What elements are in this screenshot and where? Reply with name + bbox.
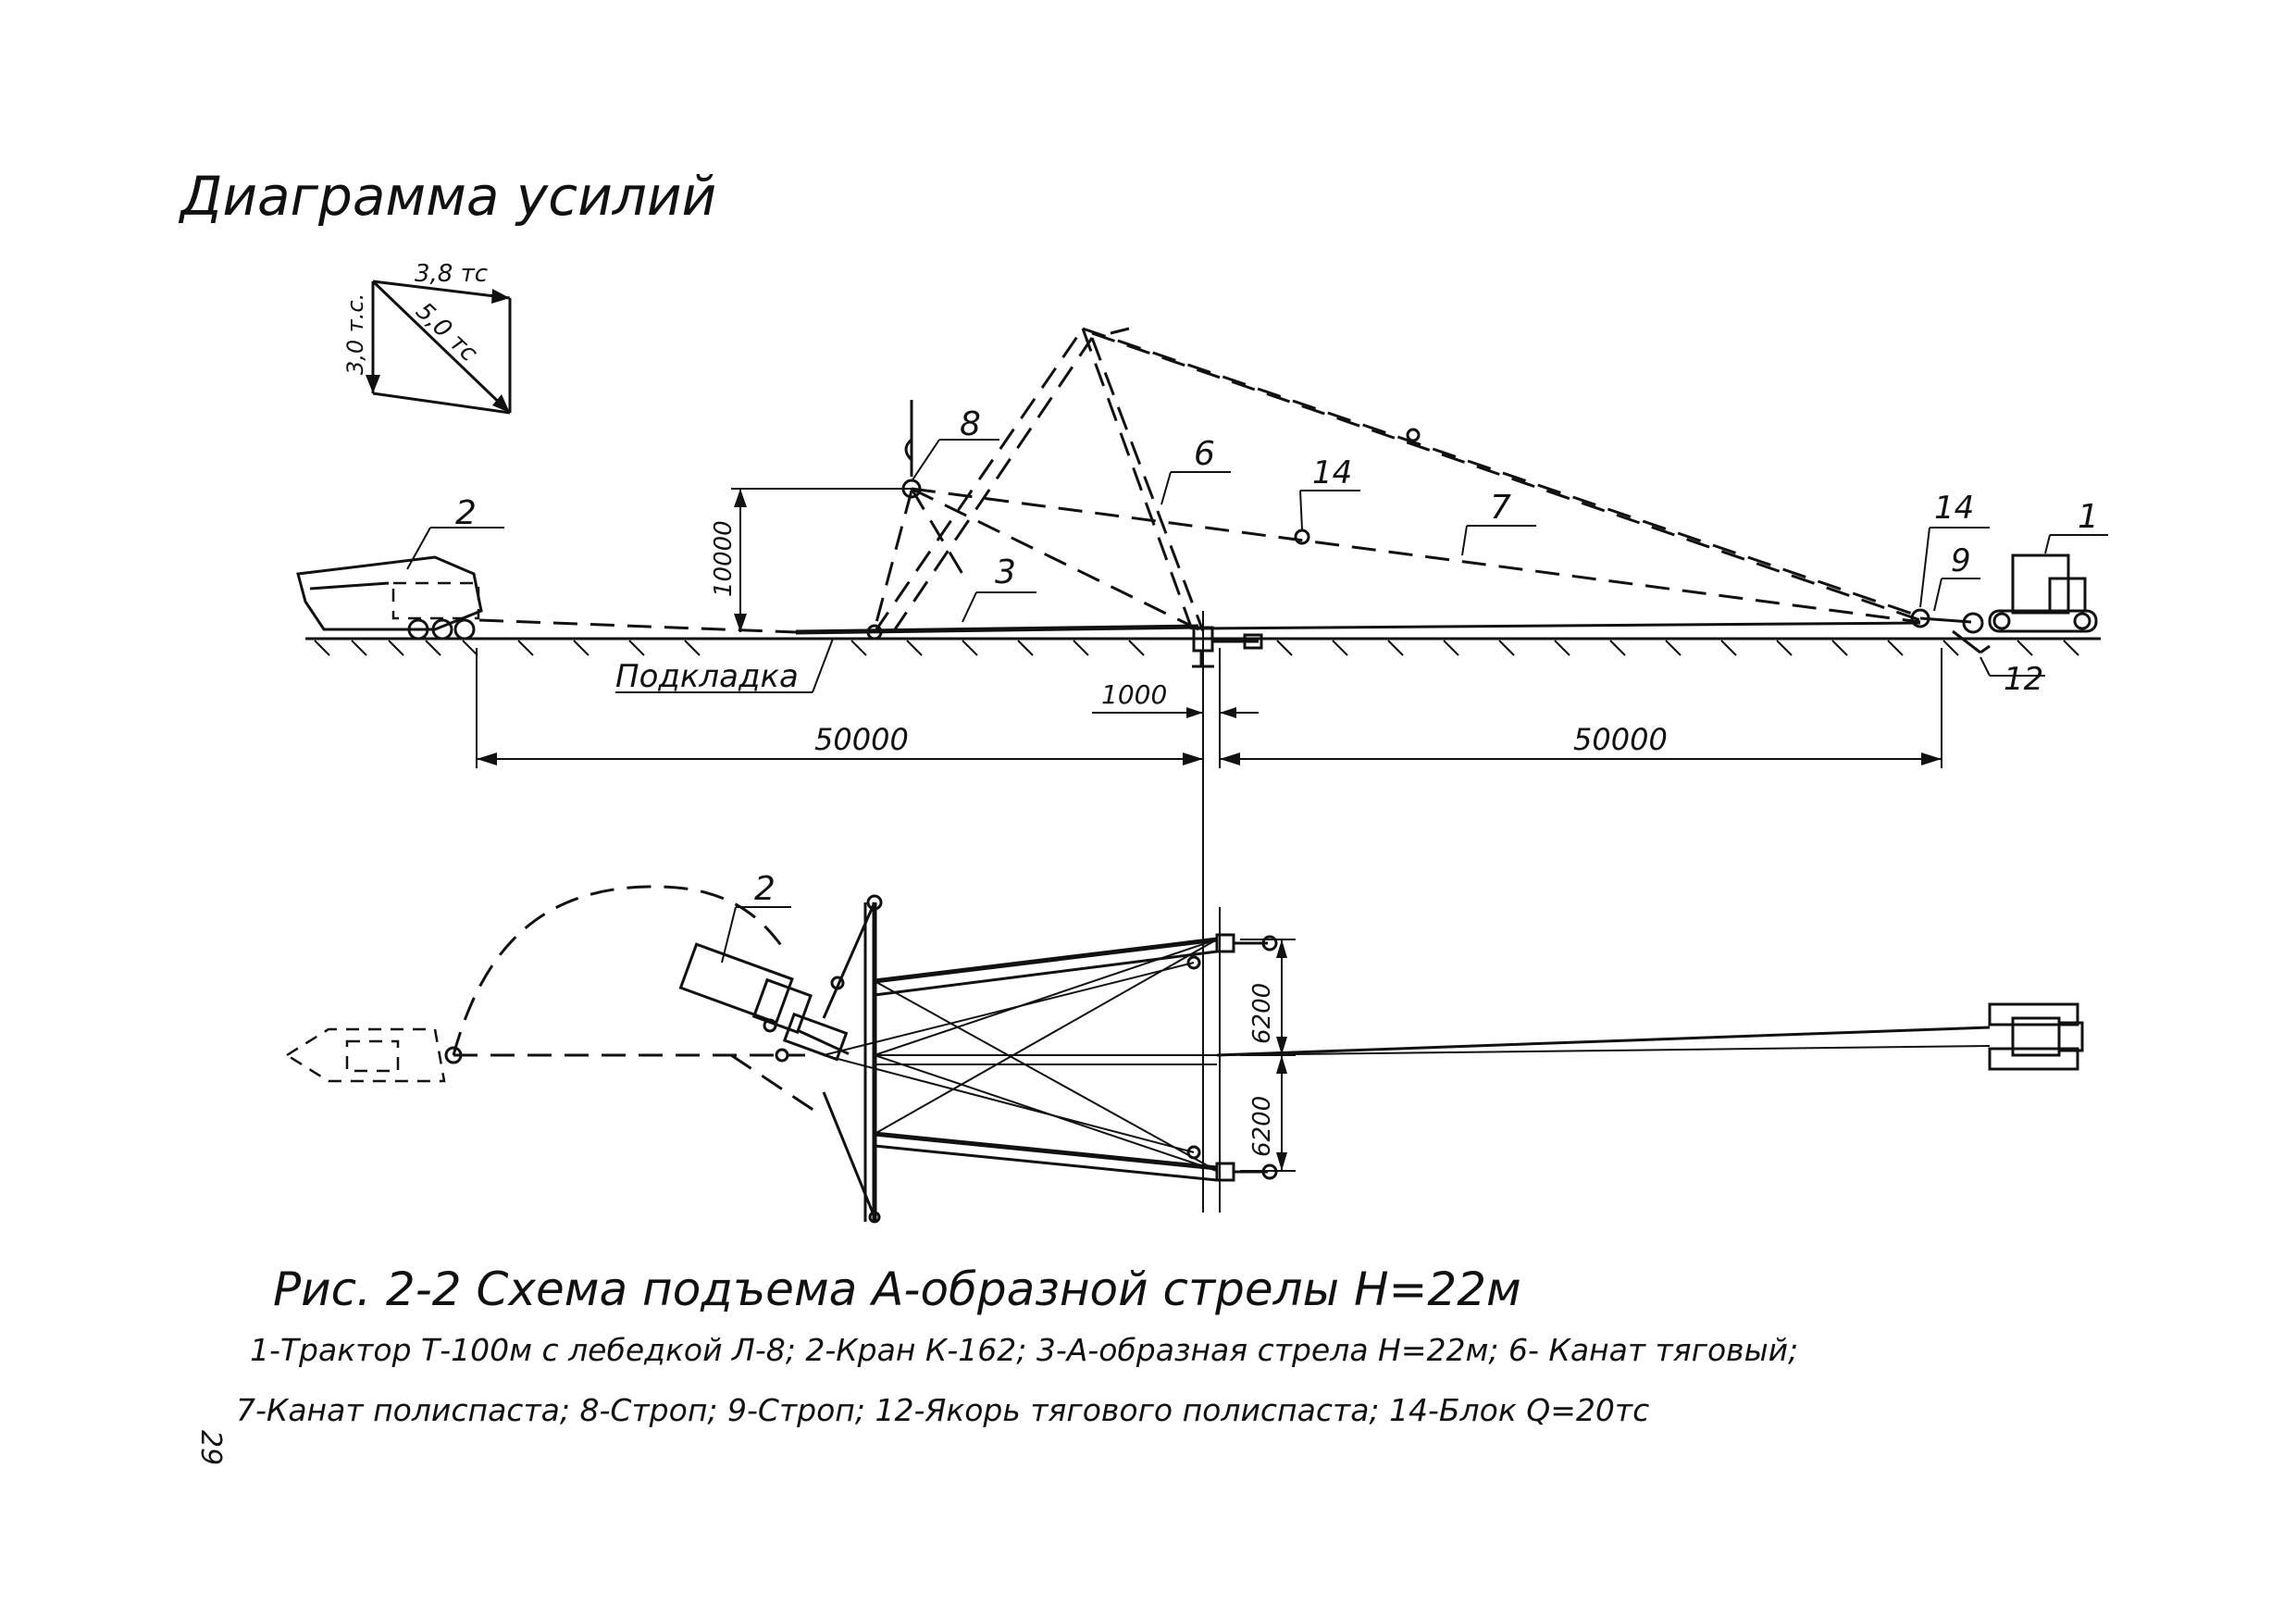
marker-12: 12 (2004, 661, 2043, 698)
marker-3: 3 (995, 554, 1016, 591)
diagram-heading: Диаграмма усилий (178, 165, 716, 228)
marker-1: 1 (2078, 498, 2099, 536)
crane-k162-plan-work (678, 942, 850, 1062)
crane-k162-plan-start (284, 1027, 463, 1083)
marker-7: 7 (1490, 489, 1511, 527)
dim-height: 10000 (710, 520, 738, 597)
dim-right-span: 50000 (1573, 722, 1668, 757)
tractor-t100m-plan (1988, 1002, 2084, 1071)
dim-plan-lower: 6200 (1248, 1096, 1276, 1157)
caption-title: Рис. 2-2 Схема подъема А-образной стрелы… (273, 1263, 1521, 1316)
dim-plan-upper: 6200 (1248, 983, 1276, 1044)
crane-k162-elevation (296, 555, 483, 641)
force-vertical-label: 3,0 т.с. (342, 293, 368, 375)
caption-legend-line-1: 1-Трактор Т-100м с лебедкой Л-8; 2-Кран … (250, 1332, 1798, 1368)
pad-label: Подкладка (615, 658, 799, 695)
caption-legend-line-2: 7-Канат полиспаста; 8-Строп; 9-Строп; 12… (236, 1392, 1649, 1428)
dim-offset: 1000 (1101, 679, 1167, 710)
marker-6: 6 (1194, 435, 1215, 473)
force-diagonal-label: 5,0 тс (410, 297, 482, 367)
tractor-t100m-elevation (1962, 554, 2098, 634)
sling-block-8 (873, 400, 922, 630)
marker-14-lower: 14 (1934, 490, 1974, 527)
dim-left-span: 50000 (814, 722, 909, 757)
plan-view: 2 (284, 870, 2084, 1224)
page-number: 29 (194, 1430, 227, 1465)
force-horizontal-label: 3,8 тс (415, 260, 488, 288)
marker-2-elevation: 2 (455, 494, 477, 532)
marker-2-plan: 2 (754, 870, 776, 908)
marker-9: 9 (1951, 542, 1971, 579)
force-diagram: 3,8 тс 3,0 т.с. 5,0 тс (342, 260, 512, 415)
marker-8: 8 (960, 405, 981, 443)
ground-hatching (314, 640, 2079, 656)
marker-14-upper: 14 (1312, 454, 1352, 491)
